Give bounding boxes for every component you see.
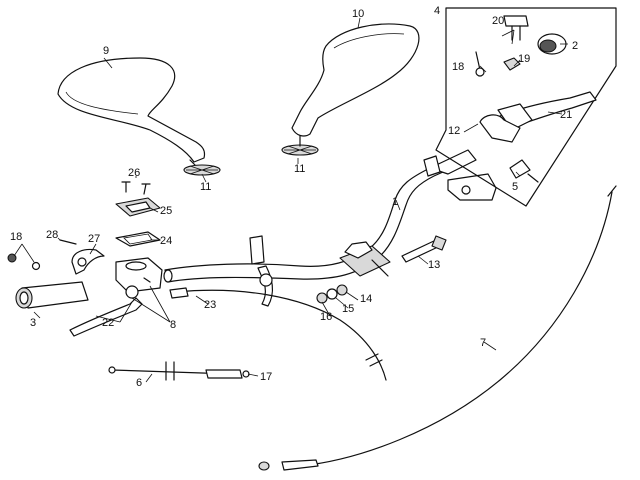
callout-13: 13	[428, 259, 440, 271]
callout-19: 19	[518, 53, 530, 65]
callout-18-left: 18	[10, 231, 22, 243]
callout-10: 10	[352, 8, 364, 20]
handlebar	[163, 149, 497, 307]
callout-15: 15	[342, 303, 354, 315]
callout-12: 12	[448, 125, 460, 137]
leader-lines	[13, 17, 568, 383]
cables	[108, 185, 617, 471]
callout-3: 3	[30, 317, 36, 329]
callout-16: 16	[320, 311, 332, 323]
callout-21: 21	[560, 109, 572, 121]
callout-8: 8	[170, 319, 176, 331]
mirror-left	[57, 57, 221, 176]
callout-27: 27	[88, 233, 100, 245]
callout-26: 26	[128, 167, 140, 179]
callout-23: 23	[204, 299, 216, 311]
mirror-right	[281, 23, 420, 156]
bolt-and-washers	[316, 235, 447, 304]
callout-14: 14	[360, 293, 372, 305]
callout-4: 4	[434, 5, 440, 17]
right-controls	[435, 7, 617, 207]
callout-5: 5	[512, 181, 518, 193]
callout-18-right: 18	[452, 61, 464, 73]
callout-2: 2	[572, 40, 578, 52]
callout-25: 25	[160, 205, 172, 217]
callout-22: 22	[102, 317, 114, 329]
callout-20: 20	[492, 15, 504, 27]
callout-28: 28	[46, 229, 58, 241]
callout-24: 24	[160, 235, 172, 247]
callout-11-left: 11	[200, 181, 211, 193]
callout-6: 6	[136, 377, 142, 389]
callout-7: 7	[480, 337, 486, 349]
callout-1: 1	[392, 196, 398, 208]
callout-9: 9	[103, 45, 109, 57]
callout-11-right: 11	[294, 163, 305, 175]
left-controls	[7, 181, 163, 337]
callout-labels: 1 2 3 4 5 6 7 8 9 10 11 11 12 13 14 15 1…	[10, 5, 578, 389]
callout-17: 17	[260, 371, 272, 383]
